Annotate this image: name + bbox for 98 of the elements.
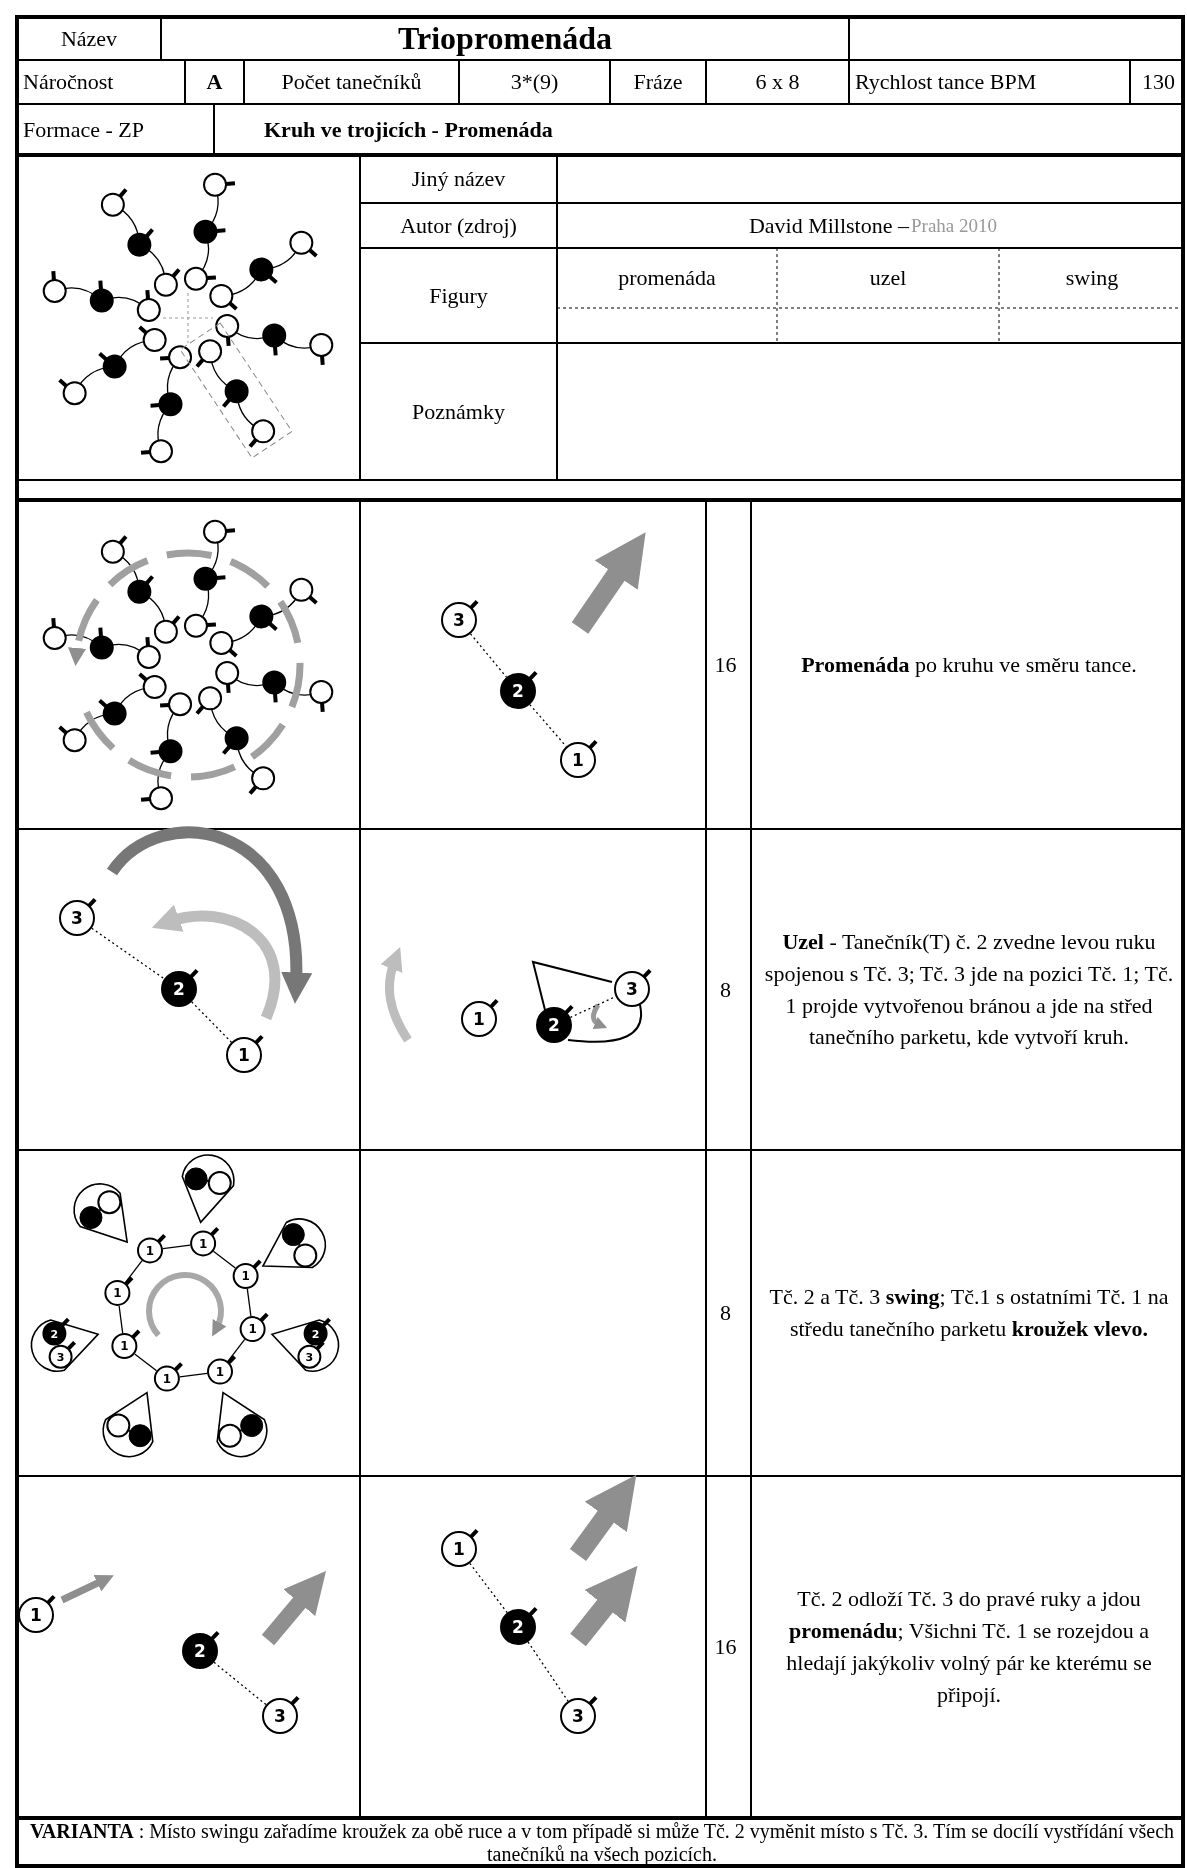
dancer-icon bbox=[18, 1594, 56, 1633]
hand-link bbox=[134, 1353, 158, 1372]
hand-link bbox=[162, 1244, 191, 1250]
step-description: Promenáda po kruhu ve směru tance. bbox=[801, 650, 1137, 679]
hand-link bbox=[227, 1338, 246, 1362]
field-label: Poznámky bbox=[412, 397, 505, 426]
dancer-icon bbox=[42, 1317, 70, 1346]
author-name: David Millstone – bbox=[748, 211, 909, 240]
dancer-number: 2 bbox=[194, 1641, 206, 1662]
hand-link bbox=[529, 703, 567, 748]
dancer-icon bbox=[111, 1329, 141, 1359]
figure-name: uzel bbox=[869, 264, 907, 293]
dancer-icon bbox=[441, 599, 479, 638]
step-description: Tč. 2 odloží Tč. 3 do pravé ruky a jdou promenádu; Všichni Tč. 1 se rozejdou a hledají jakýkoliv volný pár ke kterému se připojí. bbox=[785, 1585, 1153, 1709]
hand-link bbox=[118, 1305, 124, 1334]
dancer-number: 1 bbox=[473, 1009, 485, 1030]
hand-link bbox=[179, 1372, 208, 1378]
dancer-number: 2 bbox=[173, 979, 185, 1000]
field-label: Fráze bbox=[633, 68, 683, 97]
dancer-number: 1 bbox=[30, 1605, 42, 1626]
dancer-icon bbox=[182, 1630, 220, 1669]
field-label: Rychlost tance BPM bbox=[855, 68, 1037, 97]
dancer-icon bbox=[59, 897, 97, 936]
hand-link bbox=[246, 1288, 252, 1317]
dancer-number: 2 bbox=[512, 681, 524, 702]
dancer-number: 2 bbox=[548, 1015, 560, 1036]
field-label: Náročnost bbox=[23, 68, 114, 97]
variant-note: VARIANTA : Místo swingu zařadíme kroužek za obě ruce a v tom případě si může Tč. 2 vyměnit místo s Tč. 3. Tím se docílí vystřídání všech tanečníků na všech pozicích. bbox=[28, 1820, 1176, 1866]
dancer-number: 2 bbox=[311, 1327, 320, 1341]
field-label: Jiný název bbox=[411, 165, 506, 194]
step-description: Uzel - Tanečník(T) č. 2 zvedne levou ruku spojenou s Tč. 3; Tč. 3 jde na pozici Tč. 1; Tč. 1 projde vytvořenou bránou a jde na střed tanečního parketu, kde vytvoří kruh. bbox=[763, 927, 1175, 1052]
dancer-icon bbox=[560, 739, 598, 778]
dancer-icon bbox=[137, 1233, 167, 1264]
dancer-icon bbox=[262, 1695, 300, 1734]
field-label: Figury bbox=[429, 281, 488, 310]
field-value: 6 x 8 bbox=[755, 68, 800, 97]
dancer-number: 1 bbox=[241, 1269, 250, 1284]
count-value: 16 bbox=[714, 650, 737, 679]
dancer-number: 1 bbox=[113, 1286, 122, 1301]
dancer-icon bbox=[500, 1606, 538, 1645]
hand-link bbox=[124, 1260, 143, 1284]
field-label: Název bbox=[60, 24, 118, 53]
field-value: 3*(9) bbox=[510, 68, 559, 97]
dancer-number: 1 bbox=[162, 1371, 172, 1386]
dancer-icon bbox=[560, 1695, 598, 1734]
dancer-icon bbox=[536, 1004, 574, 1043]
dancer-number: 3 bbox=[305, 1350, 314, 1364]
hand-link bbox=[469, 1562, 508, 1614]
field-label: Formace - ZP bbox=[23, 115, 144, 144]
dancer-icon bbox=[303, 1317, 331, 1346]
step-description: Tč. 2 a Tč. 3 swing; Tč.1 s ostatními Tč. 1 na středu tanečního parketu kroužek vlevo. bbox=[768, 1283, 1170, 1343]
hand-link bbox=[527, 1641, 569, 1702]
dancer-icon bbox=[461, 998, 499, 1037]
dance-title: Triopromenáda bbox=[398, 19, 612, 59]
hand-link bbox=[213, 1661, 267, 1706]
dancer-icon bbox=[232, 1259, 262, 1289]
dancer-number: 3 bbox=[626, 979, 638, 1000]
dancer-number: 2 bbox=[512, 1617, 524, 1638]
dancer-number: 3 bbox=[453, 610, 465, 631]
dancer-icon bbox=[190, 1226, 220, 1257]
dancer-icon bbox=[614, 968, 652, 1007]
dancer-icon bbox=[207, 1355, 237, 1385]
dancer-number: 1 bbox=[238, 1045, 250, 1066]
dancer-number: 1 bbox=[572, 750, 584, 771]
dancer-icon bbox=[104, 1276, 134, 1306]
hand-link bbox=[191, 1001, 232, 1043]
field-label: Autor (zdroj) bbox=[400, 211, 517, 240]
field-value: A bbox=[206, 68, 223, 97]
place-year: Praha 2010 bbox=[911, 213, 997, 238]
dancer-icon bbox=[161, 968, 199, 1007]
hand-link bbox=[212, 1250, 236, 1269]
dancer-number: 1 bbox=[145, 1243, 155, 1258]
count-value: 8 bbox=[720, 975, 731, 1004]
dancer-icon bbox=[226, 1034, 264, 1073]
dancer-number: 1 bbox=[198, 1236, 208, 1251]
dancer-icon bbox=[500, 670, 538, 709]
dancer-icon bbox=[153, 1362, 183, 1392]
field-value: 130 bbox=[1142, 68, 1175, 97]
dancer-number: 3 bbox=[71, 908, 83, 929]
dancer-number: 1 bbox=[120, 1339, 129, 1354]
hand-link bbox=[469, 633, 508, 678]
dancer-number: 3 bbox=[572, 1706, 584, 1727]
dancer-icon bbox=[441, 1528, 479, 1567]
dancer-number: 1 bbox=[453, 1539, 465, 1560]
dancer-number: 1 bbox=[215, 1364, 225, 1379]
count-value: 16 bbox=[714, 1633, 737, 1662]
figure-name: swing bbox=[1065, 264, 1119, 293]
dancer-icon bbox=[48, 1341, 76, 1369]
dancer-number: 3 bbox=[274, 1706, 286, 1727]
dancer-icon bbox=[239, 1312, 269, 1343]
field-label: Počet tanečníků bbox=[281, 68, 422, 97]
figure-name: promenáda bbox=[618, 264, 716, 293]
count-value: 8 bbox=[720, 1299, 731, 1328]
hand-link bbox=[91, 927, 165, 980]
formation-name: Kruh ve trojicích - Promenáda bbox=[264, 115, 553, 144]
dancer-number: 3 bbox=[56, 1350, 65, 1364]
dancer-number: 1 bbox=[248, 1322, 257, 1337]
dancer-number: 2 bbox=[50, 1327, 59, 1341]
